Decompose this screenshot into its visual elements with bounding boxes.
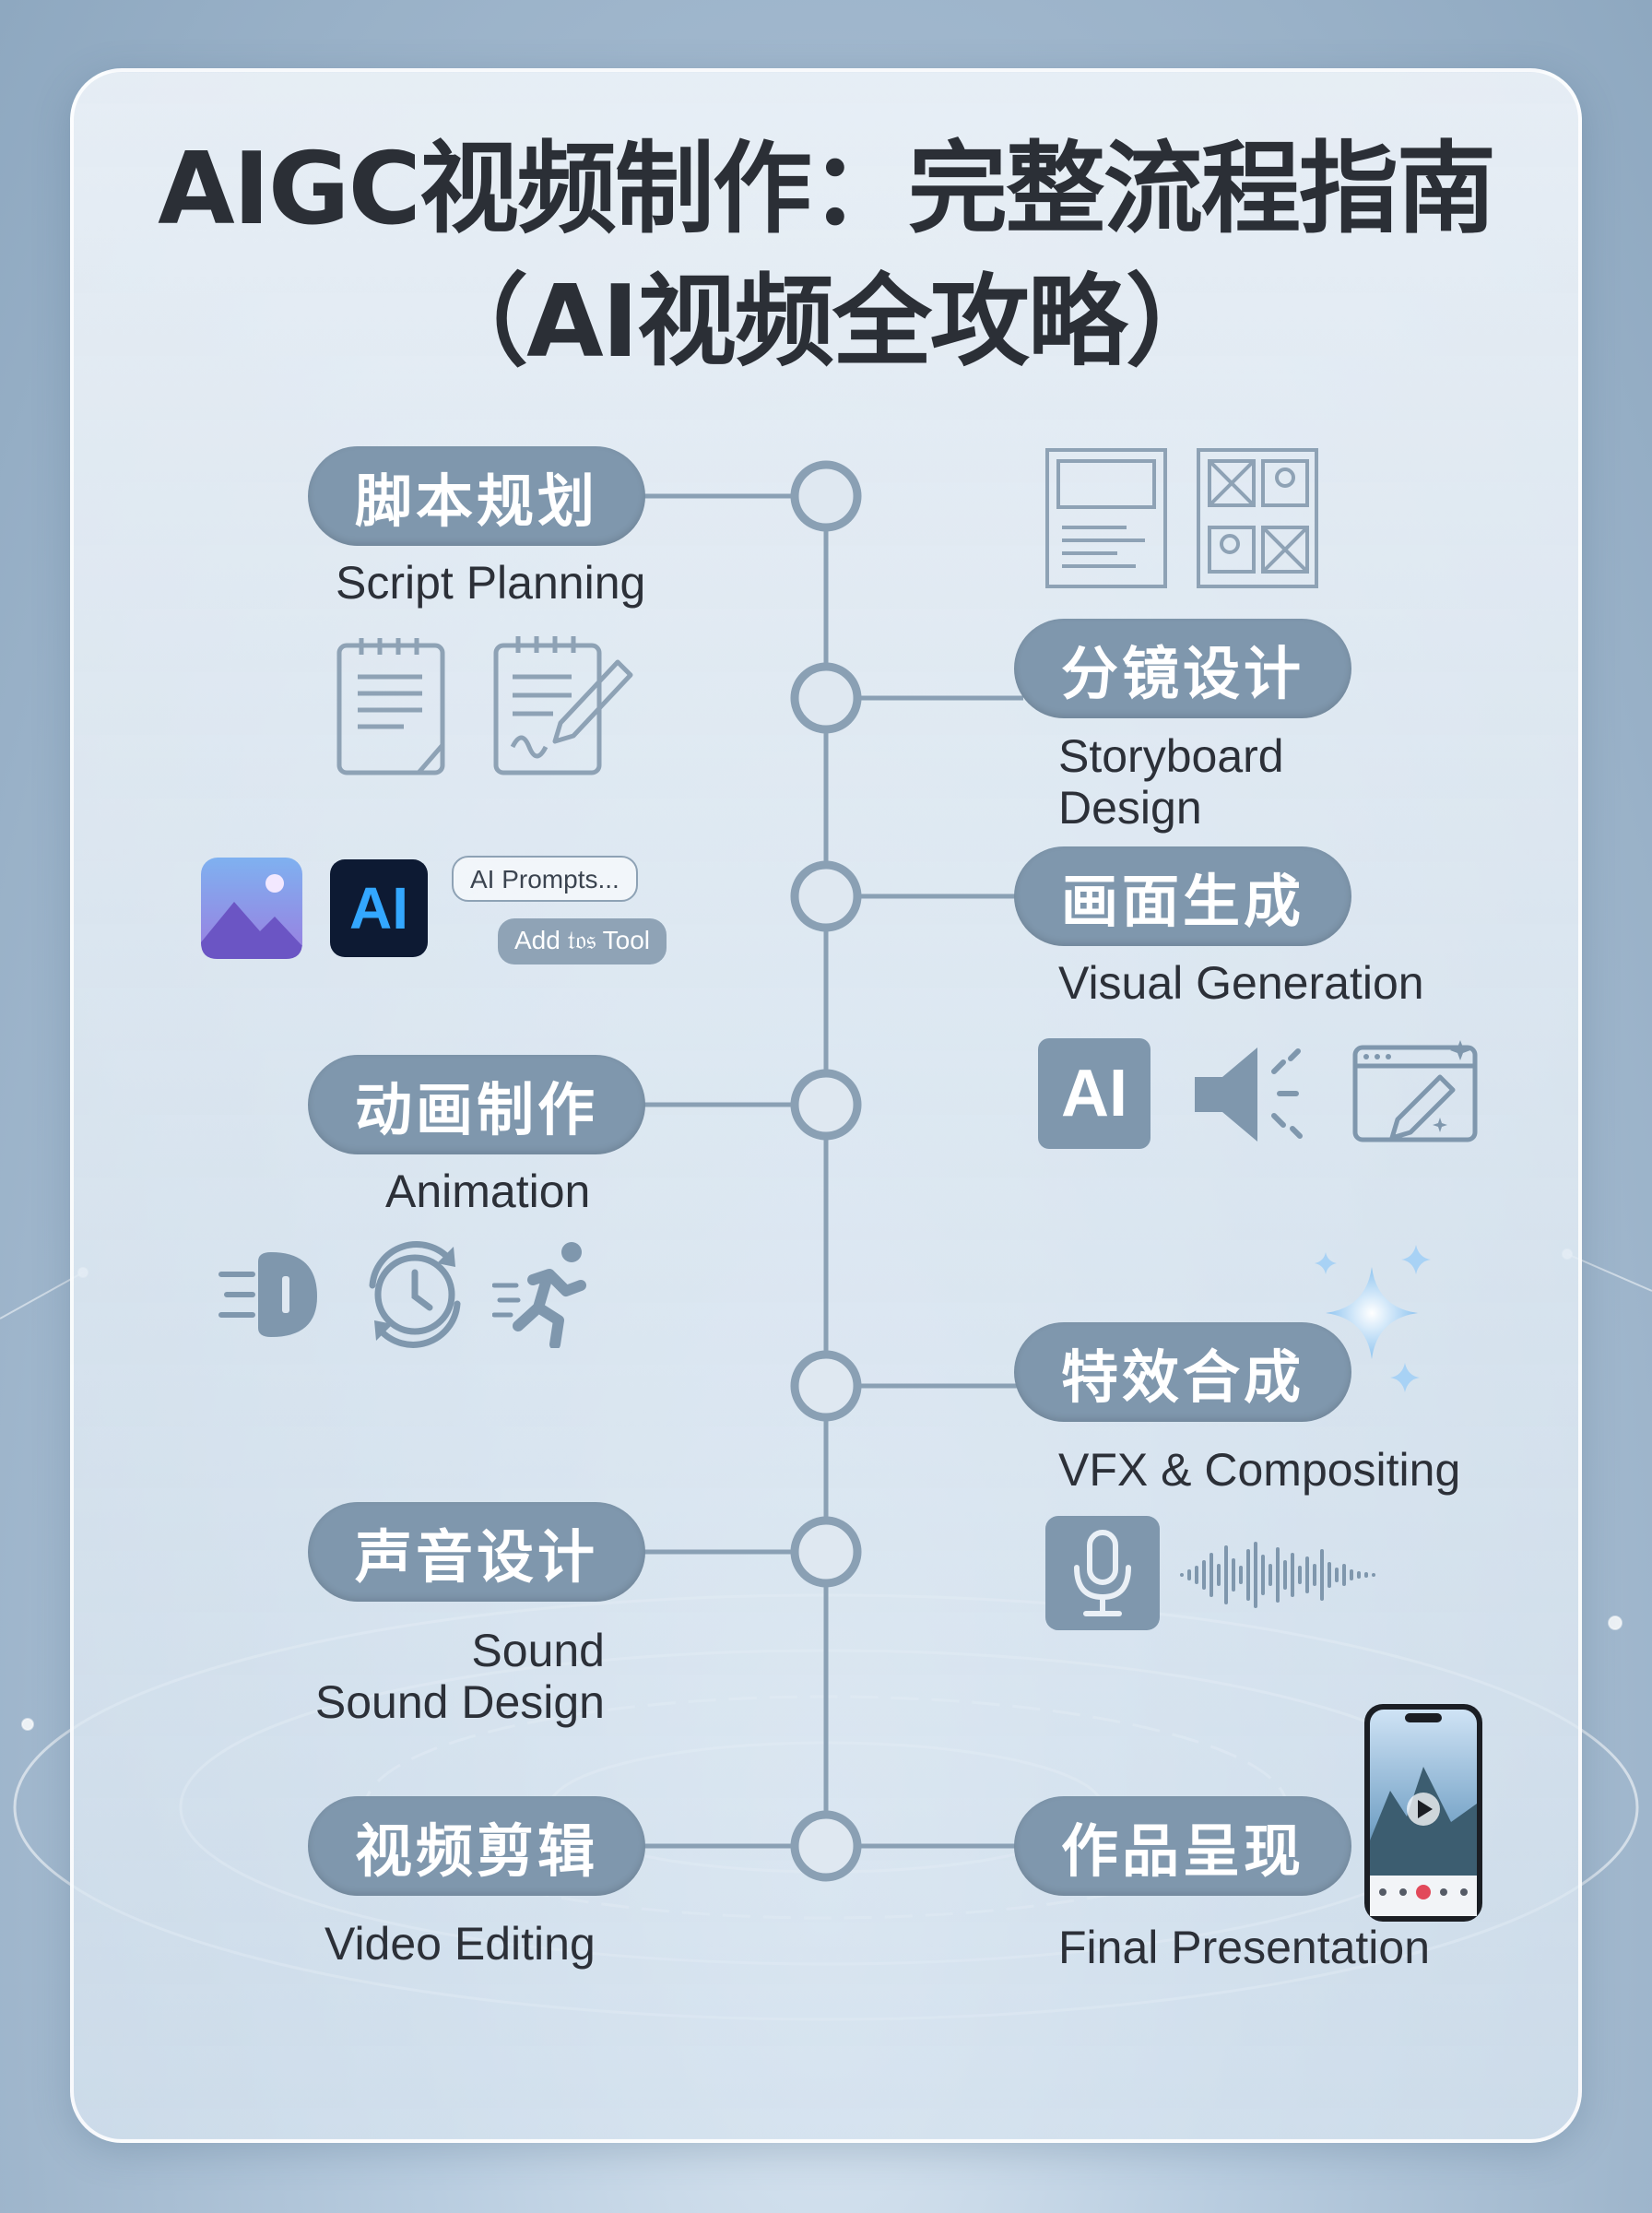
add-tool-bubble: Add 𝔱𝔬𝔰 Tool	[498, 918, 667, 964]
ai-app-icon: AI	[330, 859, 428, 957]
step-8-label: Final Presentation	[1058, 1922, 1431, 1973]
storyboard-frame-icon	[1045, 448, 1167, 588]
node-2	[790, 662, 862, 734]
step-7-label: Video Editing	[324, 1918, 596, 1970]
script-notepad-pencil-icon	[493, 636, 633, 775]
step-7-pill: 视频剪辑	[308, 1796, 645, 1896]
step-3-label: Visual Generation	[1058, 957, 1424, 1009]
waveform-icon	[1180, 1542, 1375, 1608]
step-8-pill: 作品呈现	[1014, 1796, 1351, 1896]
step-4-pill: 动画制作	[308, 1055, 645, 1154]
step-1-pill: 脚本规划	[308, 446, 645, 546]
node-1	[790, 460, 862, 532]
clock-cycle-icon	[369, 1241, 461, 1348]
ai-tile-icon: AI	[1038, 1038, 1150, 1149]
microphone-icon	[1045, 1516, 1160, 1630]
node-6	[790, 1516, 862, 1588]
step-6-label: Sound Sound Design	[314, 1625, 605, 1728]
step-3-pill: 画面生成	[1014, 846, 1351, 946]
step-4-label: Animation	[385, 1166, 591, 1217]
speed-motion-icon	[218, 1252, 317, 1337]
phone-video-icon	[1364, 1704, 1482, 1922]
magic-pen-window-icon	[1352, 1040, 1478, 1142]
step-1-label: Script Planning	[336, 557, 646, 609]
step-6-pill: 声音设计	[308, 1502, 645, 1602]
step-5-label: VFX & Compositing	[1058, 1444, 1461, 1496]
page-title: AIGC视频制作：完整流程指南	[158, 132, 1496, 247]
running-person-icon	[492, 1242, 586, 1348]
storyboard-panels-icon	[1197, 448, 1318, 588]
page-subtitle: （AI视频全攻略）	[429, 265, 1225, 380]
step-5-pill: 特效合成	[1014, 1322, 1351, 1422]
step-2-pill: 分镜设计	[1014, 619, 1351, 718]
image-icon	[201, 858, 302, 959]
node-3	[790, 860, 862, 932]
ai-prompts-bubble: AI Prompts...	[452, 856, 638, 902]
node-7	[790, 1810, 862, 1882]
step-2-label: Storyboard Design	[1058, 730, 1284, 834]
script-document-icon	[336, 638, 445, 775]
sparkles-icon	[1315, 1245, 1431, 1392]
speaker-icon	[1195, 1047, 1303, 1142]
node-5	[790, 1350, 862, 1422]
node-4	[790, 1069, 862, 1141]
